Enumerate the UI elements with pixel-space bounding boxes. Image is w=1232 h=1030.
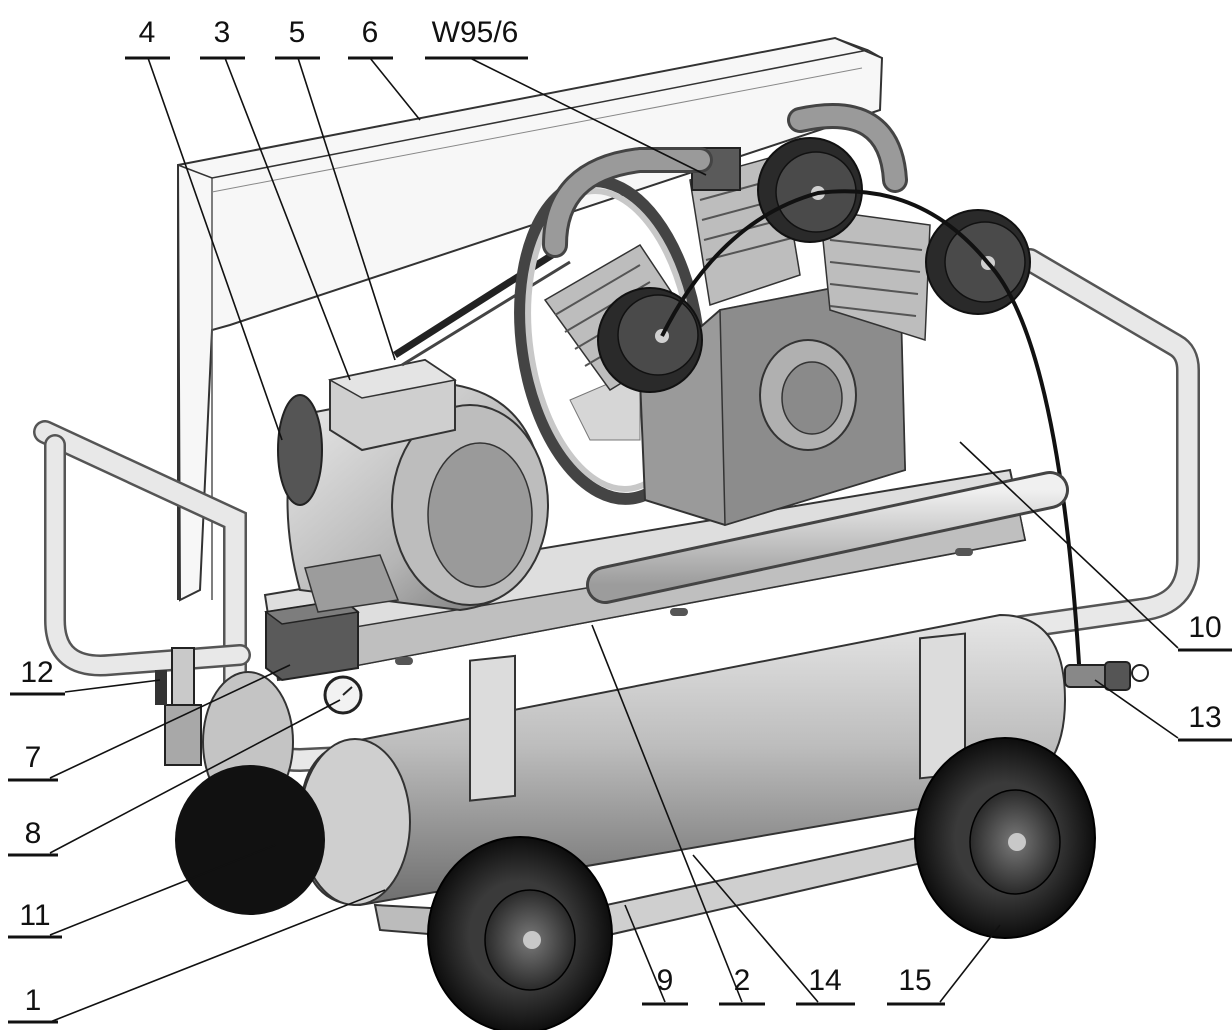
callout-10: 10 — [1178, 611, 1232, 652]
pump-crankcase — [638, 273, 907, 527]
callout-15-label: 15 — [898, 964, 931, 997]
leader-lines — [49, 57, 1179, 1023]
callout-w95-6-label: W95/6 — [432, 16, 519, 49]
outlet-coupling — [1064, 661, 1149, 691]
pressure-gauge — [323, 675, 363, 715]
callout-6: 6 — [348, 16, 393, 60]
callout-2: 2 — [719, 964, 765, 1006]
callout-12-label: 12 — [20, 656, 53, 689]
wheel-front-left — [427, 836, 613, 1030]
callout-5-label: 5 — [289, 16, 306, 49]
callout-7-label: 7 — [25, 741, 42, 774]
callout-15: 15 — [887, 964, 945, 1006]
callout-8: 8 — [8, 817, 58, 857]
callout-w95-6: W95/6 — [425, 16, 528, 60]
air-filter-left — [597, 287, 703, 393]
callout-11-label: 11 — [19, 899, 50, 932]
callout-4-label: 4 — [139, 16, 156, 49]
callout-13: 13 — [1178, 701, 1232, 742]
wheel-front-right — [914, 737, 1096, 939]
callout-1: 1 — [8, 984, 58, 1024]
callout-14-label: 14 — [808, 964, 841, 997]
callout-9: 9 — [642, 964, 688, 1006]
callout-10-label: 10 — [1188, 611, 1221, 644]
pressure-switch — [264, 598, 360, 682]
callout-11: 11 — [8, 899, 62, 939]
safety-valve — [155, 647, 202, 766]
air-filter-right — [925, 209, 1031, 315]
callout-3: 3 — [200, 16, 245, 60]
callout-1-label: 1 — [25, 984, 42, 1017]
callout-3-label: 3 — [214, 16, 231, 49]
front-crossbar — [586, 471, 1069, 604]
callout-8-label: 8 — [25, 817, 42, 850]
electric-motor — [277, 358, 549, 613]
callout-14: 14 — [796, 964, 855, 1006]
manifold-pipes — [542, 103, 908, 258]
belt-guard — [176, 36, 884, 602]
drive-belt — [393, 247, 571, 367]
callout-4: 4 — [125, 16, 170, 60]
callout-9-label: 9 — [657, 964, 674, 997]
wheel-rear-left — [175, 765, 325, 915]
callout-6-label: 6 — [362, 16, 379, 49]
callout-2-label: 2 — [734, 964, 751, 997]
callout-12: 12 — [10, 656, 65, 696]
callout-5: 5 — [275, 16, 320, 60]
callout-7: 7 — [8, 741, 58, 782]
callout-13-label: 13 — [1188, 701, 1221, 734]
discharge-hose — [660, 189, 1082, 681]
